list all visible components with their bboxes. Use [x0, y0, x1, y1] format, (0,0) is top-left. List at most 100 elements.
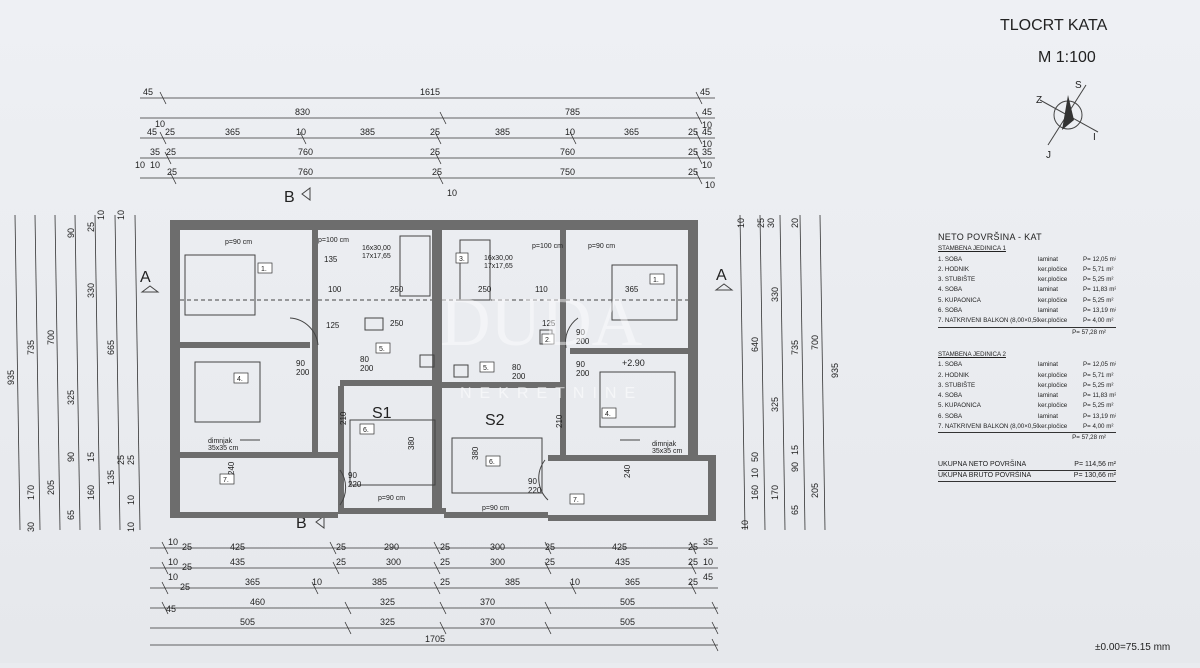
dim-top-r5-6: 10: [705, 180, 715, 190]
dim-top-r1-2: 45: [700, 87, 710, 97]
dim-left-4: 665: [106, 340, 116, 355]
dim-top-r5-5: 10: [447, 188, 457, 198]
label-p100cm-1: p=100 cm: [318, 237, 349, 244]
title-line2: M 1:100: [1038, 49, 1096, 66]
label-p90cm-2: p=90 cm: [588, 243, 615, 250]
dim-right-15: 90: [790, 462, 800, 472]
legend-unit1-total: P= 57,28 m²: [938, 326, 1116, 338]
int-dim-90c: 90: [576, 360, 585, 369]
dim-right-2: 30: [766, 218, 776, 228]
dim-right-0: 10: [736, 218, 746, 228]
dim-right-18: 10: [740, 520, 750, 530]
legend-row-floor: laminat: [1038, 392, 1058, 400]
int-dim-220a: 220: [348, 480, 362, 489]
building-walls: [170, 220, 716, 521]
legend-unit2-total: P= 57,28 m²: [938, 432, 1116, 443]
dim-bot-r1-8: 425: [612, 542, 627, 552]
room-4-left: 4.: [237, 376, 243, 383]
room-2-right: 2.: [545, 337, 551, 344]
label-p90cm-1: p=90 cm: [225, 239, 252, 246]
dim-top-r3-10: 25: [688, 127, 698, 137]
dim-left-1: 735: [26, 340, 36, 355]
legend-gross-label: UKUPNA BRUTO POVRŠINA: [938, 471, 1032, 479]
room-3-right: 3.: [459, 256, 465, 263]
dim-bot-r5-1: 325: [380, 617, 395, 627]
dim-bot-r3-10: 45: [703, 572, 713, 582]
room-7-right: 7.: [573, 497, 579, 504]
dim-bot-r2-7: 25: [545, 557, 555, 567]
label-p90cm-4: p=90 cm: [482, 505, 509, 512]
legend-row-name: 3. STUBIŠTE: [938, 381, 976, 389]
int-dim-90e: 90: [528, 477, 537, 486]
dim-left-9: 170: [26, 485, 36, 500]
dim-right-5: 640: [750, 337, 760, 352]
dim-left-3: 330: [86, 283, 96, 298]
dim-bot-r3-7: 10: [570, 577, 580, 587]
dim-bot-r2-4: 300: [386, 557, 401, 567]
dim-left-12: 135: [106, 470, 116, 485]
dim-top-r3-5: 385: [360, 127, 375, 137]
legend-row-name: 1. SOBA: [938, 361, 963, 369]
dim-left-18: 10: [116, 210, 126, 220]
legend-row-floor: laminat: [1038, 286, 1058, 294]
label-stairs-b: 16x30,00: [484, 255, 513, 262]
legend-row: 7. NATKRIVENI BALKON (8,00×0,50)ker.ploč…: [938, 422, 1116, 432]
int-dim-210b: 210: [555, 414, 564, 428]
dim-bot-r3-9: 25: [688, 577, 698, 587]
dim-left-11: 160: [86, 485, 96, 500]
int-dim-110: 110: [535, 285, 548, 294]
legend-row-floor: ker.pločice: [1038, 423, 1068, 431]
legend-row-area: P= 5,71 m²: [1083, 371, 1114, 379]
dim-left-20: 25: [116, 455, 126, 465]
section-a-left-arrow-icon: [140, 285, 160, 293]
legend-row-name: 6. SOBA: [938, 412, 963, 420]
dim-top-r5-1: 760: [298, 167, 313, 177]
dim-top-r4-8: 10: [150, 160, 160, 170]
legend-row-name: 3. STUBIŠTE: [938, 276, 976, 284]
dim-left-6: 15: [86, 452, 96, 462]
section-a-right: A: [716, 267, 727, 284]
compass-s: S: [1075, 80, 1082, 91]
dim-left-21: 10: [126, 522, 136, 532]
label-p100cm-2: p=100 cm: [532, 243, 563, 250]
dim-top-r3-1: 25: [165, 127, 175, 137]
dim-bot-r3-8: 365: [625, 577, 640, 587]
dim-bot-r2-8: 435: [615, 557, 630, 567]
int-dim-200b: 200: [360, 364, 374, 373]
int-dim-240a: 240: [227, 461, 236, 475]
dim-bot-r3-0: 10: [168, 572, 178, 582]
room-5-right: 5.: [483, 365, 489, 372]
room-6-right: 6.: [489, 459, 495, 466]
dim-top-r5-3: 750: [560, 167, 575, 177]
dim-top-r3-6: 25: [430, 127, 440, 137]
legend-row-floor: ker.pločice: [1038, 296, 1068, 304]
dim-bot-r6-0: 1705: [425, 634, 445, 644]
dim-bot-r3-6: 385: [505, 577, 520, 587]
dim-bot-r4-4: 505: [620, 597, 635, 607]
label-stairs-a2: 17x17,65: [362, 253, 391, 260]
dim-right-16: 65: [790, 505, 800, 515]
dim-bot-r1-0: 10: [168, 537, 178, 547]
dim-left-17: 25: [126, 455, 136, 465]
dim-bot-r5-2: 370: [480, 617, 495, 627]
legend-net-value: P= 114,56 m²: [1074, 460, 1116, 468]
dim-top-r3-9: 365: [624, 127, 639, 137]
legend-row-floor: ker.pločice: [1038, 265, 1068, 273]
int-dim-90b: 90: [576, 328, 585, 337]
dim-top-r3-0: 45: [147, 127, 157, 137]
left-dimension-lines: [14, 214, 141, 531]
dim-bot-r2-3: 25: [336, 557, 346, 567]
dim-bot-r1-7: 25: [545, 542, 555, 552]
legend-row-name: 7. NATKRIVENI BALKON (8,00×0,50): [938, 423, 1038, 431]
legend-row-name: 6. SOBA: [938, 307, 963, 315]
dim-top-r4-0: 35: [150, 147, 160, 157]
dim-top-r5-0: 25: [167, 167, 177, 177]
legend-title: NETO POVRŠINA - KAT: [938, 232, 1042, 242]
legend-row-name: 7. NATKRIVENI BALKON (8,00×0,50): [938, 317, 1038, 325]
legend-row-area: P= 13,19 m²: [1083, 307, 1116, 315]
